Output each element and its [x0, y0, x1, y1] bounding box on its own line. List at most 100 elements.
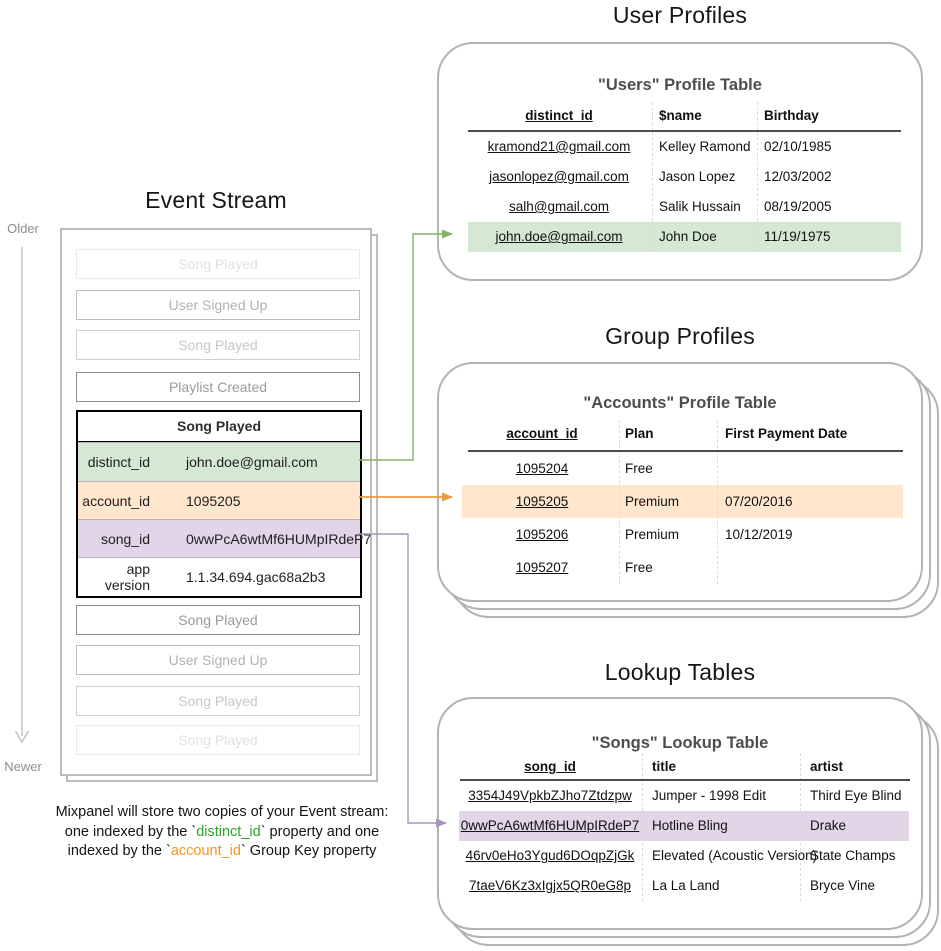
expanded-event-title: Song Played [78, 412, 360, 442]
accounts-cell: 10/12/2019 [725, 527, 793, 542]
event-property-key: account_id [82, 492, 150, 509]
event-row-label: User Signed Up [168, 652, 268, 668]
event-row-label: Song Played [178, 337, 258, 353]
event-row: Playlist Created [76, 372, 360, 402]
songs-cell: State Champs [810, 848, 896, 863]
users-cell: 08/19/2005 [764, 199, 832, 214]
accounts-cell: 07/20/2016 [725, 494, 793, 509]
songs-cell: La La Land [652, 878, 720, 893]
event-property-row: distinct_id john.doe@gmail.com [78, 442, 360, 481]
songs-cell: 7taeV6Kz3xIgjx5QR0eG8p [468, 878, 632, 893]
caption-orange-term: account_id [170, 843, 241, 859]
users-cell: 12/03/2002 [764, 169, 832, 184]
accounts-cell: Premium [625, 494, 680, 509]
songs-table-title: "Songs" Lookup Table [591, 734, 769, 752]
event-row: Song Played [76, 686, 360, 716]
songs-cell: Elevated (Acoustic Version) [652, 848, 818, 863]
songs-column-separator-2 [800, 753, 801, 901]
event-stream-title: Event Stream [145, 187, 287, 213]
event-row-label: Song Played [178, 256, 258, 272]
event-property-row: song_id 0wwPcA6wtMf6HUMpIRdeP7 [78, 519, 372, 557]
event-property-row: account_id 1095205 [78, 481, 360, 519]
songs-cell: 46rv0eHo3Ygud6DOqpZjGk [465, 848, 635, 863]
event-property-value: 1.1.34.694.gac68a2b3 [186, 569, 326, 585]
accounts-cell: Premium [625, 527, 680, 542]
accounts-column-separator-2 [717, 420, 718, 584]
accounts-cell: 1095204 [515, 461, 569, 476]
expanded-event-card: Song Played distinct_id john.doe@gmail.com… [76, 410, 372, 598]
event-property-key: song_id [100, 530, 150, 547]
users-highlight-row [468, 222, 901, 252]
accounts-column-separator-1 [619, 420, 620, 584]
users-cell: 02/10/1985 [764, 139, 832, 154]
users-cell: Salik Hussain [659, 199, 741, 214]
songs-cell: Bryce Vine [810, 878, 876, 893]
songs-cell: Jumper - 1998 Edit [652, 788, 767, 803]
songs-cell: Drake [810, 818, 847, 833]
songs-cell: Hotline Bling [652, 818, 728, 833]
users-profile-card: "Users" Profile Table distinct_id $name Bir… [437, 42, 923, 281]
caption-text: indexed by the ` [67, 843, 171, 859]
users-column-separator-1 [652, 102, 653, 252]
event-property-value: john.doe@gmail.com [186, 454, 318, 470]
event-row: Song Played [76, 725, 360, 755]
users-cell: salh@gmail.com [509, 199, 609, 214]
songs-cell: 0wwPcA6wtMf6HUMpIRdeP7 [460, 818, 640, 833]
accounts-cell: 1095206 [515, 527, 569, 542]
caption-text: ` property and one [260, 823, 380, 840]
users-cell: john.doe@gmail.com [495, 229, 623, 244]
group-profiles-title: Group Profiles [605, 323, 755, 349]
event-row: Song Played [76, 605, 360, 635]
caption-line: one indexed by the `distinct_id` propert… [50, 823, 394, 843]
event-row: User Signed Up [76, 645, 360, 675]
songs-header-rule [460, 779, 910, 781]
event-row-label: Song Played [178, 732, 258, 748]
timeline-older-label: Older [7, 221, 39, 236]
songs-cell: Third Eye Blind [810, 788, 902, 803]
songs-cell: 3354J49VpkbZJho7Ztdzpw [468, 788, 632, 803]
songs-column-separator-1 [642, 753, 643, 901]
accounts-highlight-row [462, 485, 903, 518]
accounts-cell: 1095207 [515, 560, 569, 575]
accounts-header-rule [468, 450, 903, 452]
caption-text: one indexed by the ` [64, 823, 197, 840]
timeline-arrowhead-icon [14, 730, 30, 744]
users-header-3: Birthday [764, 108, 819, 123]
users-cell: jasonlopez@gmail.com [489, 169, 629, 184]
event-row-label: User Signed Up [168, 297, 268, 313]
users-header-2: $name [659, 108, 702, 123]
accounts-cell: Free [625, 461, 653, 476]
event-stream-caption: Mixpanel will store two copies of your E… [50, 803, 394, 862]
users-column-separator-2 [757, 102, 758, 252]
songs-header-2: title [652, 759, 677, 774]
event-row: Song Played [76, 330, 360, 360]
users-cell: Kelley Ramond [659, 139, 751, 154]
caption-line: Mixpanel will store two copies of your E… [50, 803, 394, 823]
timeline-newer-label: Newer [4, 759, 42, 774]
users-table-title: "Users" Profile Table [598, 76, 762, 94]
caption-green-term: distinct_id [196, 823, 261, 840]
users-cell: kramond21@gmail.com [487, 139, 631, 154]
accounts-table-title: "Accounts" Profile Table [583, 394, 777, 412]
event-row-label: Playlist Created [168, 379, 268, 395]
event-row: Song Played [76, 249, 360, 279]
caption-text: Mixpanel will store two copies of your E… [55, 804, 389, 820]
users-cell: Jason Lopez [659, 169, 736, 184]
event-property-value: 0wwPcA6wtMf6HUMpIRdeP7 [186, 530, 372, 547]
users-header-rule [468, 130, 901, 132]
lookup-tables-title: Lookup Tables [604, 659, 756, 685]
users-cell: 11/19/1975 [764, 229, 831, 244]
caption-text: ` Group Key property [240, 843, 377, 859]
accounts-header-1: account_id [506, 426, 578, 441]
event-property-value: 1095205 [186, 492, 241, 509]
users-header-1: distinct_id [525, 108, 593, 123]
user-profiles-title: User Profiles [612, 2, 748, 28]
event-property-key: distinct_id [87, 454, 150, 470]
accounts-header-3: First Payment Date [725, 426, 848, 441]
event-row: User Signed Up [76, 290, 360, 320]
